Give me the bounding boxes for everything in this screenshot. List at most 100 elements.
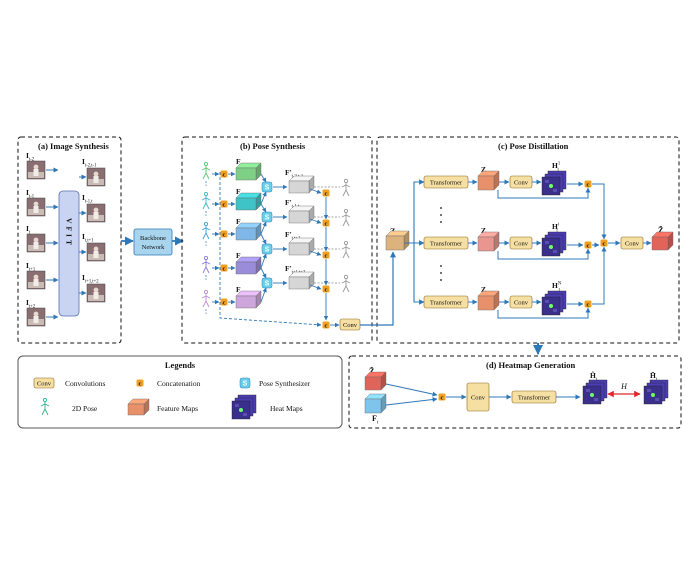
output-frame-label-2: It,t+1 (82, 232, 94, 244)
output-frame-0-head (93, 171, 99, 177)
pose-input-0-head (203, 161, 209, 167)
concat-synth-1-label: c (325, 220, 328, 227)
pose-input-4-arms (201, 295, 211, 299)
conv-distill-0-label: Conv (514, 179, 529, 186)
input-frame-label-3: It+1 (26, 261, 36, 273)
d-concat-bg (438, 393, 446, 401)
heatmap-generation-content: Z̃FtcConvTransformerĤtHH̃t (364, 366, 669, 426)
concat-input-3-bg (220, 264, 228, 272)
z-feature-map (385, 230, 410, 251)
concat-synth-2-label: c (325, 252, 328, 259)
d-heatmap-pred-peak (590, 393, 594, 397)
legend-pose-label: 2D Pose (72, 404, 98, 413)
input-frame-3-body (33, 279, 39, 286)
legend-synth-symbol: S (239, 377, 251, 389)
d-concat-label: c (441, 394, 444, 401)
z-tilde-feature-map-front (651, 236, 669, 251)
input-frame-1-body (33, 206, 39, 213)
synth-feature-map-0 (288, 175, 315, 194)
legend-synth-label: Pose Synthesizer (259, 379, 311, 388)
synth-pose-1 (341, 208, 351, 227)
synth-pose-0-head (343, 178, 349, 184)
heatmap-2-tex-1 (545, 300, 549, 303)
concat-distill-1-label: c (587, 242, 590, 249)
pose-synthesizer-1-label: S (265, 215, 270, 222)
d-heatmap-pred-tex-2 (594, 398, 598, 401)
heatmap-0 (541, 170, 567, 196)
pose-synthesizer-2-bg (261, 243, 273, 255)
feature-map-0 (235, 162, 262, 181)
pose-input-3-head (203, 255, 209, 261)
input-frame-label-1: It-1 (26, 188, 35, 200)
synth-feature-map-0-front (288, 180, 310, 194)
conv-distill-1-label: Conv (514, 240, 529, 247)
legend-concat-symbol-bg (136, 379, 144, 387)
legend-feature-symbol (127, 398, 150, 416)
ellipsis-bottom-2 (440, 279, 442, 281)
output-frame-0 (86, 167, 106, 187)
concat-input-4: c (220, 298, 228, 306)
pose-input-3-legs (202, 265, 210, 274)
legend-feature-label: Feature Maps (157, 404, 198, 413)
output-frame-2 (86, 242, 106, 262)
transformer-1-label: Transformer (430, 240, 463, 247)
zi-feature-map-0 (477, 170, 500, 191)
concat-input-0-bg (220, 170, 228, 178)
output-frame-3-head (93, 287, 99, 293)
d-transformer: Transformer (511, 390, 557, 404)
concat-input-1-bg (220, 200, 228, 208)
legend-conv-symbol-label: Conv (37, 380, 52, 387)
synth-pose-0 (341, 178, 351, 197)
left-bus-to-concat (219, 172, 322, 327)
heatmap-0-tex-1 (545, 180, 549, 183)
d-heatmap-target (643, 379, 669, 405)
pose-input-1 (201, 191, 211, 210)
pose-synthesizer-3-label: S (265, 281, 270, 288)
input-frame-2-body (33, 242, 39, 249)
legend-synth-symbol-label: S (243, 381, 248, 388)
transformer-2: Transformer (423, 295, 469, 309)
output-frame-label-3: It+1,t+2 (82, 273, 99, 285)
d-concat: c (438, 393, 446, 401)
arrow-f-to-s-top-1 (260, 203, 267, 213)
synth-pose-0-arms (341, 184, 351, 188)
panel-a-border (17, 136, 122, 344)
input-frame-0-body (33, 169, 39, 176)
panel-c-border (376, 136, 680, 344)
d-conv-label: Conv (471, 394, 486, 401)
concat-input-0: c (220, 170, 228, 178)
legends-title: Legends (165, 360, 196, 370)
skip-zi-to-concat-2 (497, 307, 591, 319)
conv-pose-synthesis: Conv (339, 318, 361, 331)
concat-synth-1-bg (322, 219, 330, 227)
pose-input-3-arms (201, 261, 211, 265)
pose-synthesizer-0: S (261, 181, 273, 193)
concat-input-2-bg (220, 230, 228, 238)
synth-feature-map-2-front (288, 242, 310, 256)
arrow-synth-to-concat-1 (309, 218, 322, 224)
pose-input-4-head (203, 289, 209, 295)
panel-c-title: (c) Pose Distillation (498, 141, 569, 151)
ellipsis-top-1 (440, 214, 442, 216)
concat-synth-3: c (322, 285, 330, 293)
legend-concat-symbol: c (136, 379, 144, 387)
concat-merge: c (600, 239, 608, 247)
heatmap-2-peak (549, 304, 553, 308)
conv-distill-1: Conv (509, 236, 533, 250)
panel-a-title: (a) Image Synthesis (38, 141, 110, 151)
arrow-z-to-transformer-2 (404, 242, 425, 305)
concat-final-bg (322, 321, 330, 329)
synthesized-frames: It-2,t-1It-1,tIt,t+1It+1,t+2 (79, 157, 106, 303)
output-frame-label-0: It-2,t-1 (82, 157, 97, 169)
feature-map-4 (235, 290, 262, 309)
z-tilde-label: Z̃ (658, 225, 663, 235)
d-conv: Conv (466, 382, 490, 412)
concat-final: c (322, 321, 330, 329)
zi-feature-map-2 (477, 290, 500, 311)
input-frame-1 (26, 197, 46, 217)
input-frame-0-head (33, 164, 39, 170)
